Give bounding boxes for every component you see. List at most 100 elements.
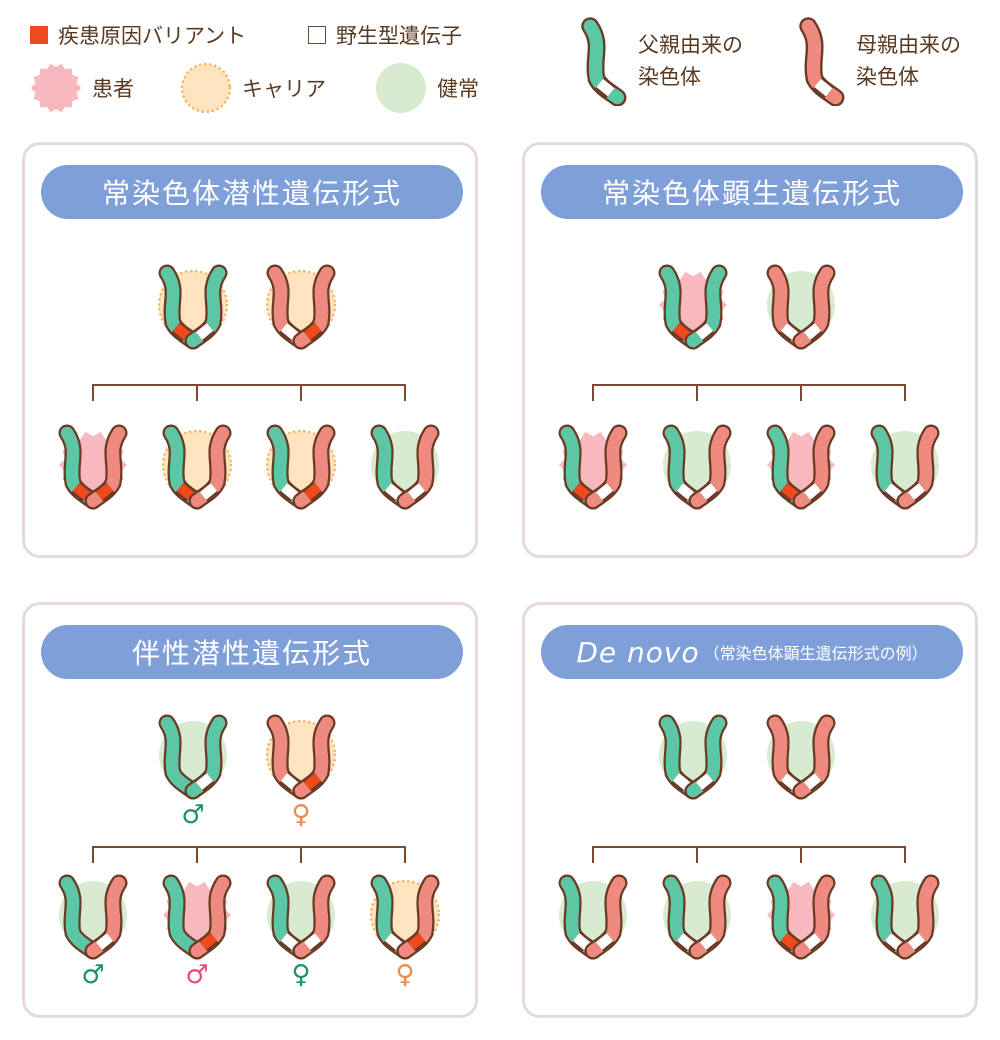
healthy-badge-icon — [375, 62, 427, 114]
paternal-chromosome-icon — [578, 16, 628, 106]
healthy-badge — [376, 63, 426, 113]
variant-swatch — [30, 26, 48, 44]
wild-band — [911, 487, 922, 496]
child-drop-line — [697, 847, 801, 863]
wild-band — [199, 777, 210, 786]
legend-maternal-line2: 染色体 — [856, 61, 961, 93]
individual — [267, 431, 335, 501]
carrier-badge — [182, 64, 230, 112]
variant-band — [676, 327, 687, 336]
wild-band — [680, 487, 691, 496]
variant-band — [784, 487, 795, 496]
wild-band — [703, 487, 714, 496]
variant-band — [76, 487, 87, 496]
legend-carrier: キャリア — [180, 62, 326, 114]
individual — [871, 881, 939, 951]
wild-band — [307, 937, 318, 946]
legend-healthy-label: 健常 — [437, 73, 479, 103]
wild-band — [600, 83, 612, 92]
individual — [767, 271, 835, 341]
variant-band — [203, 937, 214, 946]
wild-band — [284, 327, 295, 336]
individual — [663, 881, 731, 951]
individual: ♀ — [371, 881, 439, 990]
male-symbol: ♂ — [81, 960, 104, 990]
variant-band — [180, 487, 191, 496]
sibling-line — [93, 385, 405, 401]
carrier-badge-icon — [180, 62, 232, 114]
individual: ♂ — [159, 721, 227, 830]
variant-band — [176, 327, 187, 336]
individual — [59, 432, 127, 501]
individual — [559, 881, 627, 951]
individual — [659, 272, 727, 341]
pedigree-diagram — [25, 145, 481, 561]
legend-carrier-label: キャリア — [242, 73, 326, 103]
wild-band — [284, 487, 295, 496]
patient-badge — [31, 64, 81, 113]
variant-band — [99, 487, 110, 496]
legend-wild: 野生型遺伝子 — [308, 20, 462, 50]
female-symbol: ♀ — [291, 960, 310, 990]
variant-band — [307, 327, 318, 336]
pedigree-diagram: ♂♀♂♂♀♀ — [25, 605, 481, 1021]
individual — [659, 721, 727, 791]
individual: ♂ — [59, 881, 127, 990]
maternal-chromosome-icon — [796, 16, 846, 106]
wild-band — [599, 487, 610, 496]
panel-x-linked-recessive: 伴性潜性遺伝形式 ♂♀♂♂♀♀ — [22, 602, 478, 1018]
individual — [159, 271, 227, 341]
wild-band — [599, 937, 610, 946]
wild-band — [703, 937, 714, 946]
individual — [871, 431, 939, 501]
wild-band — [911, 937, 922, 946]
pedigree-diagram — [525, 145, 981, 561]
individual — [163, 431, 231, 501]
wild-band — [784, 777, 795, 786]
individual — [767, 721, 835, 791]
wild-band — [888, 487, 899, 496]
wild-band — [784, 327, 795, 336]
legend-wild-label: 野生型遺伝子 — [336, 20, 462, 50]
legend-patient: 患者 — [30, 62, 134, 114]
legend-paternal-line1: 父親由来の — [638, 29, 743, 61]
wild-band — [807, 487, 818, 496]
variant-band — [411, 937, 422, 946]
panel-de-novo: De novo（常染色体顕生遺伝形式の例） — [522, 602, 978, 1018]
individual — [767, 432, 835, 501]
panel-autosomal-recessive: 常染色体潜性遺伝形式 — [22, 142, 478, 558]
sibling-line — [593, 385, 905, 401]
variant-band — [784, 937, 795, 946]
wild-band — [699, 327, 710, 336]
individual: ♀ — [267, 881, 335, 990]
variant-band — [307, 777, 318, 786]
wild-swatch — [308, 26, 326, 44]
individual — [559, 432, 627, 501]
variant-band — [576, 487, 587, 496]
legend: 疾患原因バリアント 野生型遺伝子 患者 キャリア 健常 父親由来の 染色体 母親… — [0, 0, 1000, 130]
legend-paternal-line2: 染色体 — [638, 61, 743, 93]
child-drop-line — [197, 847, 301, 863]
legend-variant-label: 疾患原因バリアント — [58, 20, 246, 50]
wild-band — [807, 327, 818, 336]
individual — [371, 431, 439, 501]
male-symbol: ♂ — [181, 800, 204, 830]
wild-band — [576, 937, 587, 946]
legend-healthy: 健常 — [375, 62, 479, 114]
wild-band — [411, 487, 422, 496]
wild-band — [807, 937, 818, 946]
legend-maternal-line1: 母親由来の — [856, 29, 961, 61]
sibling-line — [593, 847, 905, 863]
wild-band — [818, 83, 830, 92]
wild-band — [676, 777, 687, 786]
wild-band — [888, 937, 899, 946]
wild-band — [284, 777, 295, 786]
legend-patient-label: 患者 — [92, 73, 134, 103]
wild-band — [99, 937, 110, 946]
individual — [267, 271, 335, 341]
legend-variant: 疾患原因バリアント — [30, 20, 246, 50]
legend-maternal: 母親由来の 染色体 — [796, 16, 961, 106]
wild-band — [388, 937, 399, 946]
paternal-chromosome — [590, 26, 617, 97]
maternal-chromosome — [808, 26, 835, 97]
